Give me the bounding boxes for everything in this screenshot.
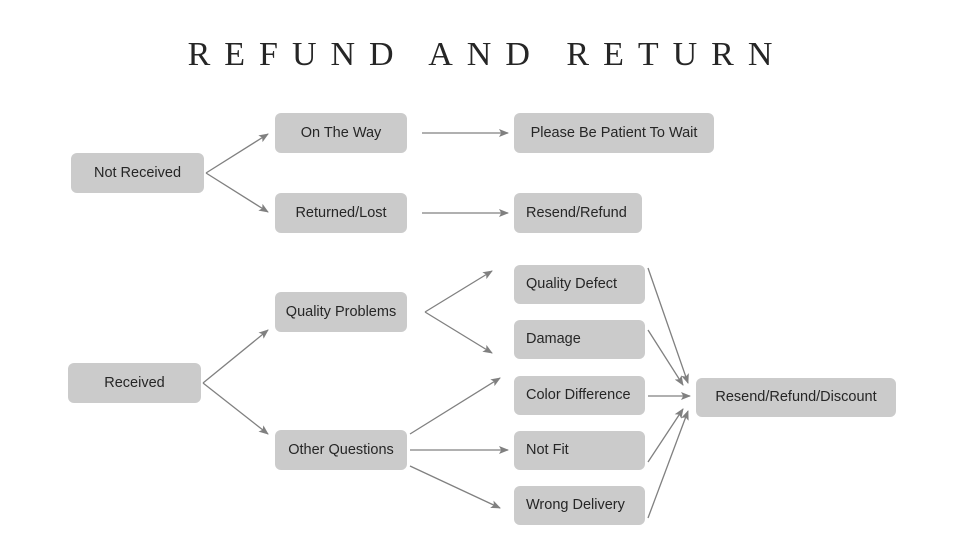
node-not-fit[interactable]: Not Fit bbox=[514, 431, 645, 470]
page-title: REFUND AND RETURN bbox=[187, 36, 787, 73]
node-color-difference[interactable]: Color Difference bbox=[514, 376, 645, 415]
edge-not-received-to-returned-lost bbox=[205, 172, 269, 213]
edge-other-questions-to-wrong-delivery bbox=[409, 465, 501, 509]
node-damage[interactable]: Damage bbox=[514, 320, 645, 359]
node-on-the-way[interactable]: On The Way bbox=[275, 113, 407, 153]
edge-received-to-other-questions bbox=[202, 382, 269, 435]
node-returned-lost[interactable]: Returned/Lost bbox=[275, 193, 407, 233]
node-received[interactable]: Received bbox=[68, 363, 201, 403]
node-quality-problems[interactable]: Quality Problems bbox=[275, 292, 407, 332]
node-wrong-delivery[interactable]: Wrong Delivery bbox=[514, 486, 645, 525]
node-other-questions[interactable]: Other Questions bbox=[275, 430, 407, 470]
node-please-be-patient-to-wait[interactable]: Please Be Patient To Wait bbox=[514, 113, 714, 153]
node-resend-refund[interactable]: Resend/Refund bbox=[514, 193, 642, 233]
edge-other-questions-to-color-difference bbox=[409, 377, 501, 435]
edge-quality-problems-to-quality-defect bbox=[424, 270, 493, 313]
edge-not-fit-to-resend-refund-discount bbox=[647, 408, 684, 463]
node-quality-defect[interactable]: Quality Defect bbox=[514, 265, 645, 304]
edge-quality-defect-to-resend-refund-discount bbox=[647, 267, 689, 384]
node-not-received[interactable]: Not Received bbox=[71, 153, 204, 193]
edge-quality-problems-to-damage bbox=[424, 311, 493, 354]
edge-wrong-delivery-to-resend-refund-discount bbox=[647, 410, 689, 519]
edge-not-received-to-on-the-way bbox=[205, 133, 269, 174]
edge-received-to-quality-problems bbox=[202, 329, 269, 384]
edge-damage-to-resend-refund-discount bbox=[647, 329, 684, 386]
node-resend-refund-discount[interactable]: Resend/Refund/Discount bbox=[696, 378, 896, 417]
